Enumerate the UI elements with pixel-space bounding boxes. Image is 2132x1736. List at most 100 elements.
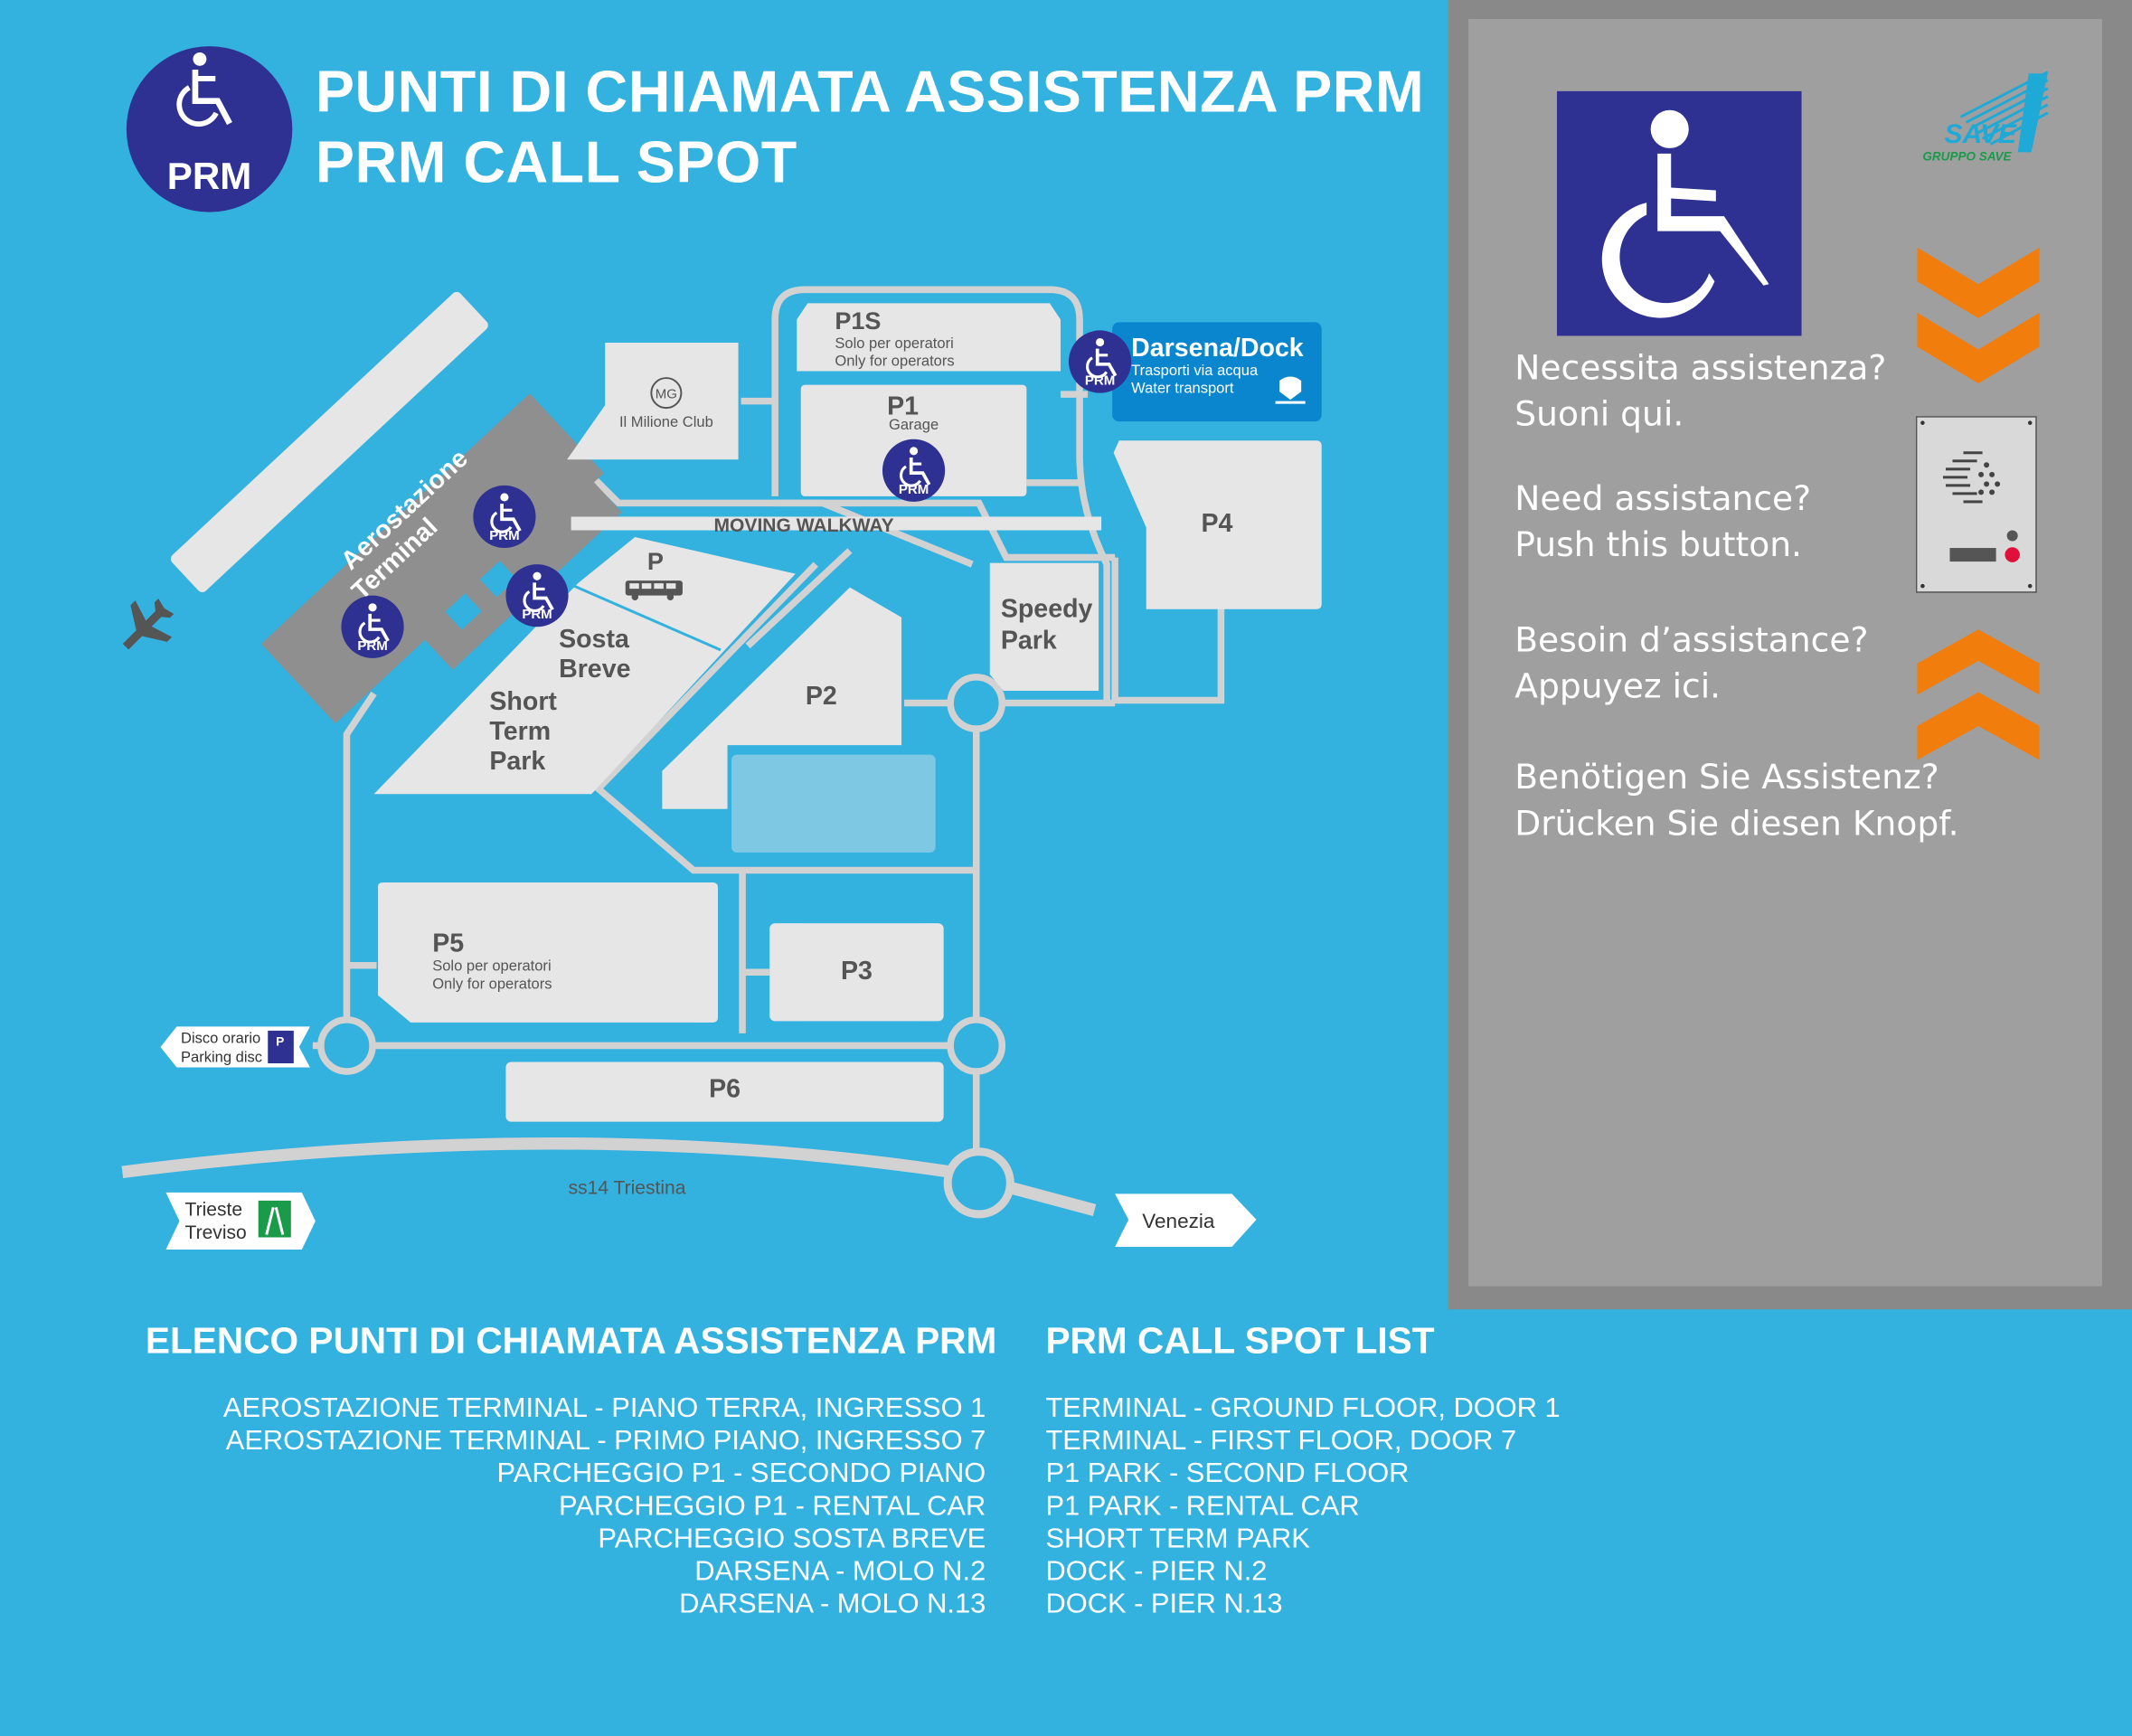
milione-club-block <box>567 342 739 460</box>
p1s-note: Solo per operatori <box>835 335 953 352</box>
prm-badge-label: PRM <box>167 155 252 197</box>
list-heading-en: PRM CALL SPOT LIST <box>1045 1320 1435 1362</box>
sosta-breve-label: Sosta <box>559 625 630 654</box>
display-slot <box>1949 548 1996 562</box>
p1s-note: Only for operators <box>835 353 954 370</box>
bus-icon <box>625 580 683 600</box>
prm-badge: PRM <box>126 46 293 212</box>
airplane-icon <box>122 598 175 650</box>
sign-text-fr: Besoin d’assistance?Appuyez ici. <box>1514 619 1869 706</box>
venezia-sign <box>1115 1194 1257 1248</box>
milione-logo-text: MG <box>656 387 677 402</box>
motorway-icon-glyph <box>265 1207 285 1235</box>
prm-marker-terminal-first-floor[interactable]: PRM <box>473 485 536 549</box>
p5-block <box>378 882 719 1023</box>
list-item: P1 PARK - SECOND FLOOR <box>1045 1458 1410 1489</box>
p1s-block <box>797 303 1061 372</box>
parking-disc-label: Disco orario <box>181 1029 260 1046</box>
parking-disc-label: Parking disc <box>181 1048 262 1065</box>
speedy-park-label: Park <box>1001 626 1057 655</box>
short-term-park-block <box>373 537 796 795</box>
darsena-dock-block <box>1112 322 1322 422</box>
list-item: AEROSTAZIONE TERMINAL - PRIMO PIANO, ING… <box>225 1425 986 1457</box>
list-item: DOCK - PIER N.2 <box>1045 1555 1268 1587</box>
milione-logo <box>650 377 683 410</box>
list-item: PARCHEGGIO P1 - SECONDO PIANO <box>496 1458 986 1489</box>
p6-label: P6 <box>709 1075 741 1104</box>
page-title-it: PUNTI DI CHIAMATA ASSISTENZA PRM <box>315 60 1425 126</box>
save-logo-sub: GRUPPO SAVE <box>1922 149 2012 163</box>
prm-marker-darsena[interactable]: PRM <box>1069 330 1132 393</box>
darsena-label: Darsena/Dock <box>1131 334 1304 363</box>
road-label: ss14 Triestina <box>569 1177 686 1198</box>
prm-label: PRM <box>899 482 929 497</box>
darsena-note: Water transport <box>1131 380 1234 397</box>
p4-block <box>1113 440 1322 609</box>
list-item: AEROSTAZIONE TERMINAL - PIANO TERRA, ING… <box>222 1392 986 1424</box>
save-logo-text: SAVE <box>1944 119 2017 149</box>
wheelchair-sign <box>1556 90 1802 336</box>
list-item: P1 PARK - RENTAL CAR <box>1045 1490 1360 1522</box>
p5-note: Only for operators <box>432 975 552 992</box>
speedy-park-block <box>989 562 1099 691</box>
bus-parking-label: P <box>647 548 664 575</box>
prm-marker-p1[interactable]: PRM <box>882 439 946 502</box>
darsena-note: Trasporti via acqua <box>1131 362 1259 379</box>
save-logo: SAVE GRUPPO SAVE <box>1922 71 2049 163</box>
p1-label: P1 <box>887 392 919 421</box>
roads <box>312 286 1225 1149</box>
sign-text-de: Benötigen Sie Assistenz?Drücken Sie dies… <box>1514 757 1959 844</box>
wheelchair-icon <box>1601 109 1769 318</box>
short-term-label: Term <box>489 717 551 746</box>
up-arrows-icon <box>1917 629 2040 760</box>
treviso-label: Treviso <box>185 1222 247 1243</box>
list-item: PARCHEGGIO SOSTA BREVE <box>598 1523 986 1554</box>
venezia-label: Venezia <box>1142 1210 1215 1232</box>
prm-marker-short-term[interactable]: PRM <box>505 564 569 627</box>
airport-map: ss14 Triestina Aerostazione Terminal MG … <box>121 286 1322 1250</box>
speaker-grille-icon <box>1942 451 2001 504</box>
roundabout <box>947 674 1006 732</box>
list-item: SHORT TERM PARK <box>1045 1523 1310 1554</box>
list-heading-it: ELENCO PUNTI DI CHIAMATA ASSISTENZA PRM <box>145 1320 997 1362</box>
list-item: TERMINAL - FIRST FLOOR, DOOR 7 <box>1045 1425 1517 1457</box>
short-term-label: Short <box>489 687 557 716</box>
list-item: PARCHEGGIO P1 - RENTAL CAR <box>559 1490 986 1522</box>
bus-lane-divider <box>571 583 722 652</box>
prm-label: PRM <box>489 528 519 543</box>
moving-walkway <box>571 516 1102 531</box>
parking-disc-icon-label: P <box>276 1034 284 1048</box>
p6-block <box>505 1061 944 1122</box>
p3-block <box>769 923 944 1022</box>
list-item: DARSENA - MOLO N.13 <box>679 1588 986 1620</box>
p4-label: P4 <box>1201 509 1232 538</box>
prm-marker-terminal-ground-floor[interactable]: PRM <box>341 595 404 658</box>
list-item: DARSENA - MOLO N.2 <box>694 1555 986 1587</box>
speedy-park-label: Speedy <box>1001 595 1093 624</box>
boat-icon <box>1275 376 1306 404</box>
roundabout <box>947 1016 1006 1075</box>
p5-label: P5 <box>432 929 464 958</box>
call-spot-list-it: AEROSTAZIONE TERMINAL - PIANO TERRA, ING… <box>223 1392 986 1621</box>
prm-label: PRM <box>1085 373 1115 389</box>
p2-block <box>662 587 902 809</box>
call-button[interactable] <box>2005 547 2020 562</box>
trieste-label: Trieste <box>185 1199 243 1220</box>
p1-sub: Garage <box>889 416 939 433</box>
call-spot-list-en: TERMINAL - GROUND FLOOR, DOOR 1 TERMINAL… <box>1045 1392 1560 1621</box>
milione-club-label: Il Milione Club <box>619 413 713 430</box>
list-item: DOCK - PIER N.13 <box>1045 1588 1283 1620</box>
p2-label: P2 <box>806 682 837 711</box>
p5-note: Solo per operatori <box>432 958 551 975</box>
page-title-en: PRM CALL SPOT <box>315 130 797 196</box>
moving-walkway-label: MOVING WALKWAY <box>714 515 894 536</box>
list-item: TERMINAL - GROUND FLOOR, DOOR 1 <box>1045 1392 1561 1424</box>
p1s-label: P1S <box>835 307 881 335</box>
call-button-device[interactable] <box>1915 416 2038 594</box>
runway <box>170 291 488 592</box>
parking-disc-icon <box>268 1030 294 1063</box>
wheelchair-icon <box>176 52 232 127</box>
roundabout <box>943 1147 1014 1219</box>
p2-water-area <box>731 754 936 853</box>
